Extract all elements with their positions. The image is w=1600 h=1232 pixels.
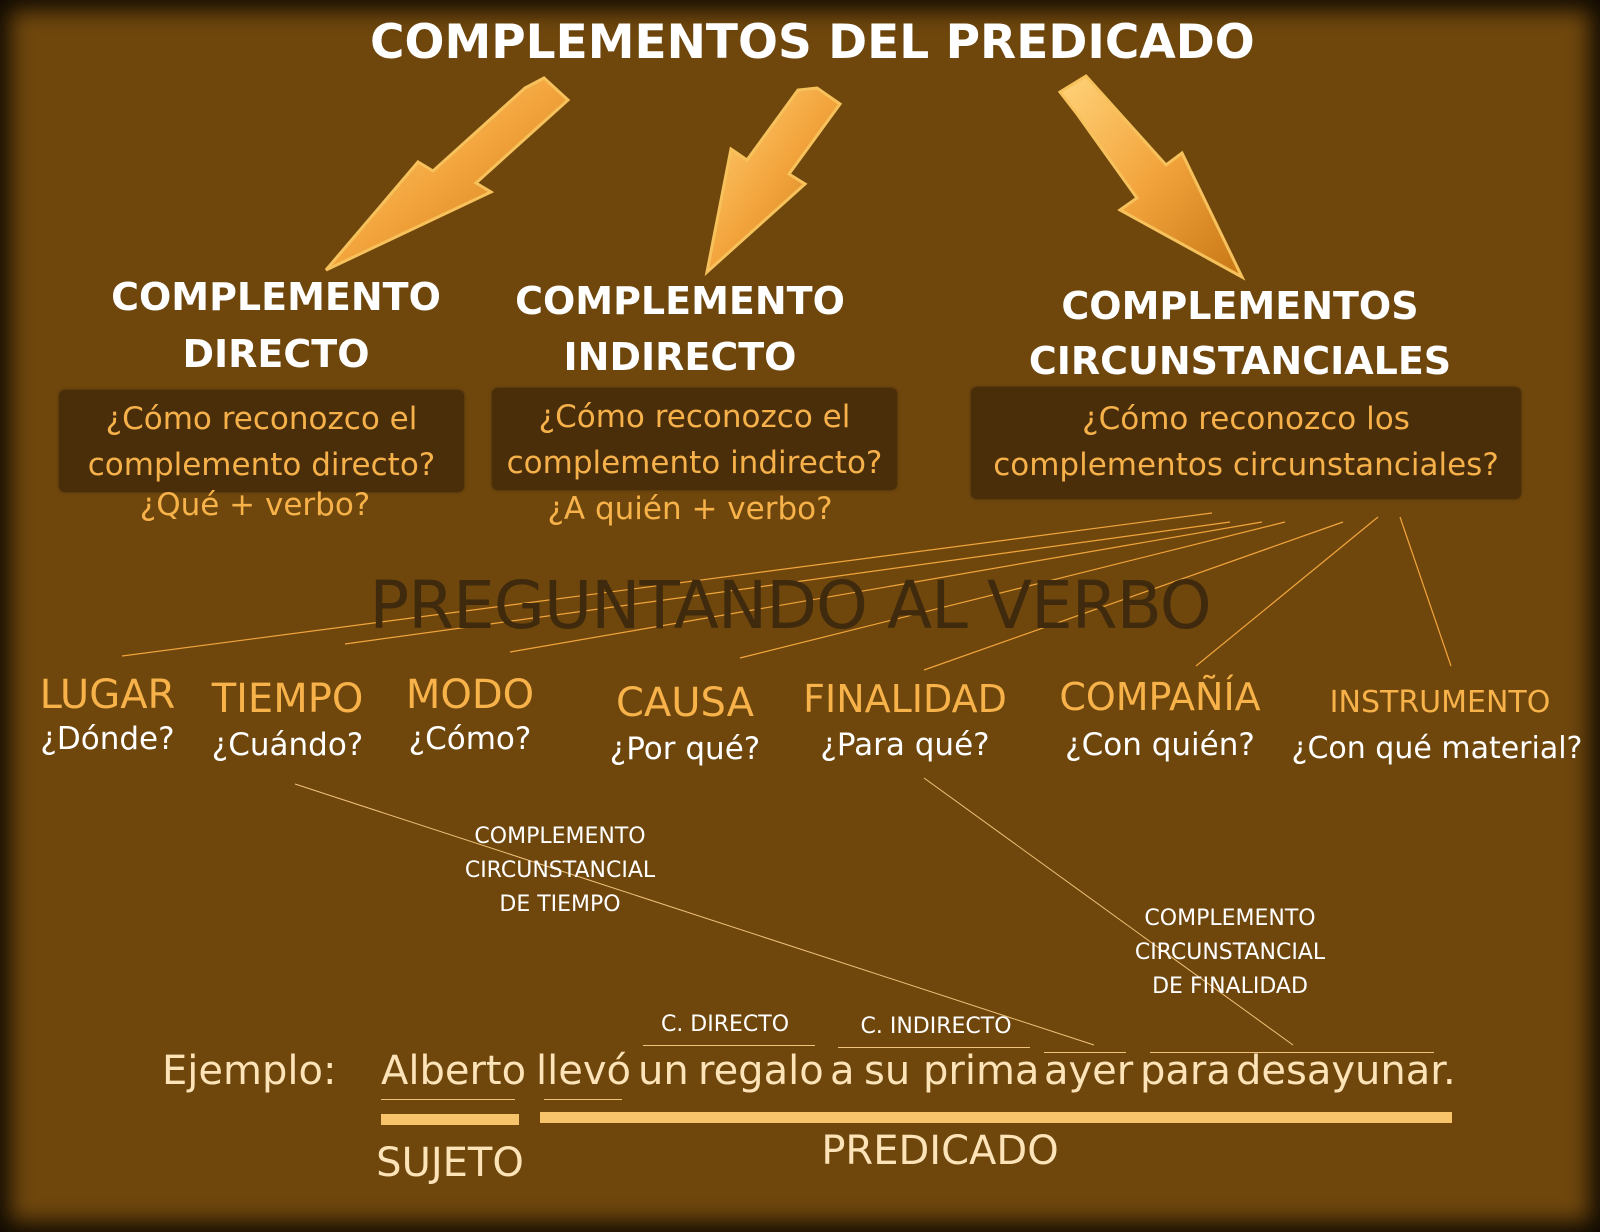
- arrow-to-indirecto: [704, 86, 843, 277]
- example-word-alberto: Alberto: [381, 1048, 527, 1094]
- type-tiempo: TIEMPO: [211, 676, 364, 722]
- test-indirecto: ¿A quién + verbo?: [547, 491, 833, 527]
- question-circunstanciales-line1: ¿Cómo reconozco los: [1082, 401, 1410, 437]
- question-box-directo: [59, 390, 464, 492]
- underline-directo: [643, 1045, 815, 1046]
- callout-tiempo-line1: COMPLEMENTO: [474, 824, 646, 849]
- type-lugar-question: ¿Dónde?: [40, 721, 175, 757]
- fan-line-instrumento: [1399, 516, 1452, 667]
- page-title: COMPLEMENTOS DEL PREDICADO: [370, 15, 1255, 70]
- example-word-llevo: llevó: [536, 1048, 631, 1094]
- underline-llevo: [544, 1099, 622, 1100]
- callout-indirecto: C. INDIRECTO: [860, 1014, 1012, 1039]
- callout-tiempo-line2: CIRCUNSTANCIAL: [464, 858, 656, 883]
- fan-line-modo: [509, 521, 1263, 653]
- heading-indirecto-line1: COMPLEMENTO: [515, 279, 845, 323]
- callout-finalidad-line2: CIRCUNSTANCIAL: [1134, 940, 1326, 965]
- question-indirecto-line1: ¿Cómo reconozco el: [538, 399, 851, 435]
- question-box-circunstanciales: [971, 387, 1521, 499]
- fan-line-causa: [739, 521, 1286, 659]
- type-modo-question: ¿Cómo?: [408, 721, 532, 757]
- example-word-regalo: regalo: [698, 1048, 824, 1094]
- heading-circunstanciales-line2: CIRCUNSTANCIALES: [1028, 339, 1452, 383]
- type-tiempo-question: ¿Cuándo?: [211, 727, 364, 763]
- type-finalidad-question: ¿Para qué?: [820, 727, 990, 763]
- underline-para-desayunar: [1150, 1052, 1434, 1053]
- example-word-prima: prima: [923, 1048, 1040, 1094]
- fan-line-finalidad: [923, 521, 1344, 671]
- type-compania-question: ¿Con quién?: [1065, 727, 1255, 763]
- subject-bar: [381, 1114, 519, 1125]
- question-directo-line1: ¿Cómo reconozco el: [105, 401, 418, 437]
- fan-line-lugar: [121, 512, 1213, 657]
- question-indirecto-line2: complemento indirecto?: [506, 445, 883, 481]
- callout-tiempo-line3: DE TIEMPO: [499, 892, 621, 917]
- underline-indirecto: [838, 1047, 1030, 1048]
- method-label: PREGUNTANDO AL VERBO: [369, 567, 1211, 644]
- example-word-desayunar: desayunar.: [1236, 1048, 1456, 1094]
- connector-tiempo: [294, 783, 1095, 1046]
- fan-line-tiempo: [344, 521, 1231, 645]
- subject-label: SUJETO: [376, 1140, 524, 1186]
- underline-ayer: [1044, 1052, 1126, 1053]
- type-instrumento: INSTRUMENTO: [1329, 685, 1551, 720]
- callout-finalidad-line3: DE FINALIDAD: [1152, 974, 1308, 999]
- arrow-to-directo: [324, 76, 571, 272]
- test-directo: ¿Qué + verbo?: [139, 487, 371, 523]
- type-causa: CAUSA: [615, 680, 755, 726]
- type-compania: COMPAÑÍA: [1059, 675, 1261, 719]
- question-circunstanciales-line2: complementos circunstanciales?: [993, 447, 1499, 483]
- predicate-bar: [540, 1112, 1452, 1123]
- example-word-a: a: [830, 1048, 855, 1094]
- heading-circunstanciales-line1: COMPLEMENTOS: [1061, 284, 1419, 328]
- callout-finalidad-line1: COMPLEMENTO: [1144, 906, 1316, 931]
- question-box-indirecto: [492, 388, 897, 490]
- underline-alberto: [381, 1099, 515, 1100]
- example-word-un: un: [638, 1048, 689, 1094]
- type-modo: MODO: [405, 672, 535, 718]
- connector-finalidad: [923, 777, 1294, 1046]
- example-word-para: para: [1140, 1048, 1231, 1094]
- type-causa-question: ¿Por qué?: [609, 731, 761, 767]
- type-lugar: LUGAR: [39, 672, 176, 718]
- question-directo-line2: complemento directo?: [87, 447, 436, 483]
- heading-directo-line2: DIRECTO: [182, 332, 370, 376]
- heading-indirecto-line2: INDIRECTO: [563, 335, 797, 379]
- type-finalidad: FINALIDAD: [803, 677, 1007, 721]
- fan-line-compania: [1195, 516, 1379, 667]
- example-word-su: su: [864, 1048, 911, 1094]
- type-instrumento-question: ¿Con qué material?: [1291, 731, 1583, 766]
- example-label: Ejemplo:: [162, 1048, 337, 1094]
- arrow-to-circunstanciales: [1057, 74, 1246, 281]
- predicate-label: PREDICADO: [821, 1128, 1059, 1174]
- heading-directo-line1: COMPLEMENTO: [111, 275, 441, 319]
- example-word-ayer: ayer: [1044, 1048, 1134, 1094]
- callout-directo: C. DIRECTO: [660, 1012, 790, 1037]
